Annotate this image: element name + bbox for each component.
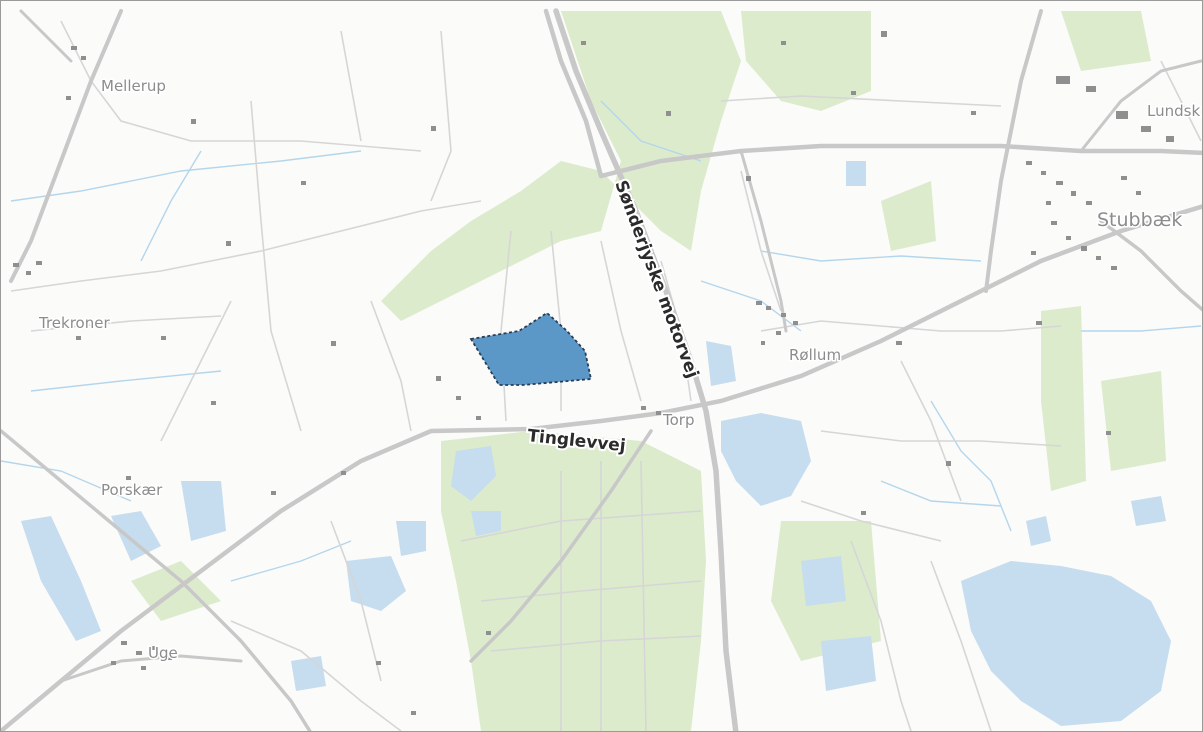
pond-12 bbox=[291, 656, 326, 691]
label-uge: Uge bbox=[148, 644, 178, 662]
road-northeast bbox=[984, 9, 1043, 293]
label-porskaer: Porskær bbox=[101, 481, 163, 499]
pond-1 bbox=[451, 446, 496, 501]
forest-central bbox=[381, 11, 741, 321]
forest-east-1 bbox=[881, 181, 936, 251]
road-ramp-north bbox=[543, 8, 604, 179]
label-trekroner: Trekroner bbox=[38, 314, 110, 332]
place-labels: Mellerup Lundsk Stubbæk Trekroner Røllum… bbox=[37, 76, 1202, 664]
lake-torp bbox=[721, 413, 811, 506]
settlement-lundsk bbox=[1056, 76, 1174, 142]
pond-5 bbox=[111, 511, 161, 561]
label-lundsk: Lundsk bbox=[1147, 102, 1200, 120]
pond-7 bbox=[21, 516, 101, 641]
forest-east-2 bbox=[1041, 306, 1086, 491]
forest-areas bbox=[131, 11, 1166, 731]
label-mellerup: Mellerup bbox=[101, 77, 166, 95]
lake-rollum bbox=[706, 341, 736, 386]
forest-right-strip bbox=[1101, 371, 1166, 471]
road-sw bbox=[59, 654, 243, 683]
study-area-polygon[interactable] bbox=[469, 311, 593, 386]
pond-3 bbox=[346, 556, 406, 611]
water-bodies bbox=[21, 161, 1171, 726]
pond-2 bbox=[471, 511, 501, 536]
settlement-rollum bbox=[761, 306, 798, 345]
settlement-stubbaek bbox=[1026, 161, 1141, 270]
road-east-west-north bbox=[598, 143, 1202, 179]
forest-ne bbox=[741, 11, 871, 111]
pond-9 bbox=[846, 161, 866, 186]
road-torp-south bbox=[469, 429, 653, 663]
pond-6 bbox=[396, 521, 426, 556]
lake-large-se bbox=[961, 561, 1171, 726]
road-west-2 bbox=[1, 429, 312, 731]
road-west-diag bbox=[9, 9, 123, 283]
pond-4 bbox=[181, 481, 226, 541]
forest-ne-2 bbox=[1061, 11, 1151, 71]
label-stubbaek: Stubbæk bbox=[1097, 209, 1182, 231]
pond-13 bbox=[821, 636, 876, 691]
scattered-farms bbox=[76, 31, 1111, 715]
minor-roads bbox=[10, 20, 1202, 731]
label-torp: Torp bbox=[662, 411, 694, 429]
forest-south bbox=[441, 431, 706, 731]
road-mellerup bbox=[19, 9, 73, 63]
settlements bbox=[13, 31, 1174, 715]
pond-8 bbox=[801, 556, 846, 606]
pond-10 bbox=[1026, 516, 1051, 546]
road-ne-small bbox=[1079, 59, 1202, 153]
settlement-west bbox=[13, 46, 86, 275]
label-rollum: Røllum bbox=[789, 346, 841, 364]
major-roads bbox=[1, 8, 1202, 731]
road-motorway bbox=[553, 8, 739, 731]
settlement-uge bbox=[111, 641, 172, 670]
settlement-torp bbox=[641, 406, 673, 423]
road-stubbaek-east bbox=[1099, 219, 1202, 312]
pond-11 bbox=[1131, 496, 1166, 526]
